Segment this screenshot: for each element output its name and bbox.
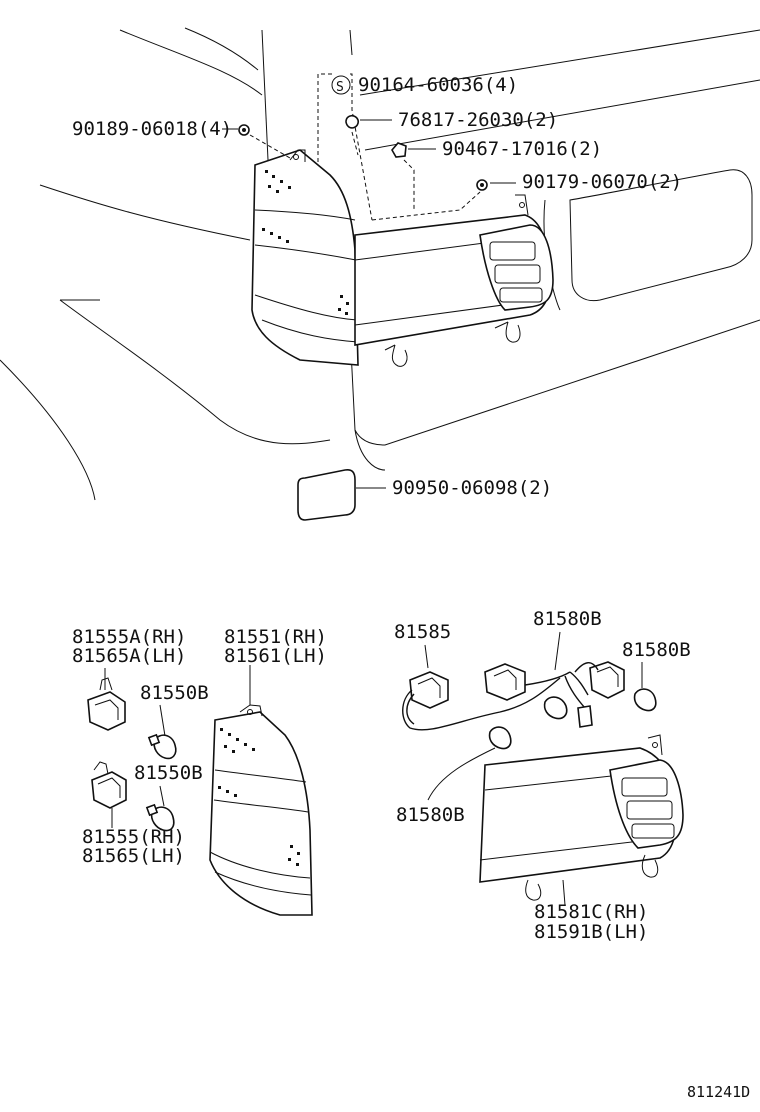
bulb-1-label: 81550B [140, 682, 209, 704]
bulb-b-label: 81580B [622, 639, 691, 661]
wire-harness [402, 631, 625, 731]
callout-90164-label: 90164-60036(4) [358, 74, 518, 96]
callout-90179: 90179-06070(2) [371, 171, 682, 221]
socket-rh-label: 81555(RH) [82, 826, 185, 848]
bulb-a [543, 696, 568, 720]
callout-90950-label: 90950-06098(2) [392, 477, 552, 499]
socket-a-lh-label: 81565A(LH) [72, 645, 186, 667]
bulb-a-label: 81580B [533, 608, 602, 630]
lower-right-lamp [479, 734, 684, 906]
lamp-lh-label: 81591B(LH) [534, 921, 648, 943]
socket-b [91, 761, 127, 828]
lamp-lh-label: 81561(LH) [224, 645, 327, 667]
bulb-b [633, 662, 657, 712]
callout-90189: 90189-06018(4) [72, 118, 291, 159]
callout-symbol-s: S [336, 80, 344, 95]
bulb-c-label: 81580B [396, 804, 465, 826]
callout-90164: S 90164-60036(4) [317, 73, 518, 221]
bulb-2-label: 81550B [134, 762, 203, 784]
lamp-rh-label: 81581C(RH) [534, 901, 648, 923]
callout-76817: 76817-26030(2) [345, 109, 558, 156]
harness-label: 81585 [394, 621, 451, 643]
callout-76817-label: 76817-26030(2) [398, 109, 558, 131]
bulb-2 [145, 785, 175, 832]
socket-lh-label: 81565(LH) [82, 845, 185, 867]
callout-90467-label: 90467-17016(2) [442, 138, 602, 160]
lower-right-group: 81585 81580B 81580B 81580B 81581C(RH) 81… [394, 608, 691, 943]
upper-tail-lamp-inner [354, 194, 554, 367]
bulb-c [427, 726, 512, 801]
lower-left-group: 81555A(RH) 81565A(LH) 81551(RH) 81561(LH… [72, 626, 327, 916]
diagram-id: 811241D [687, 1083, 750, 1101]
callout-90950: 90950-06098(2) [297, 469, 552, 521]
lower-left-lamp [209, 665, 313, 916]
lamp-rh-label: 81551(RH) [224, 626, 327, 648]
callout-90467: 90467-17016(2) [391, 138, 602, 210]
callout-90189-label: 90189-06018(4) [72, 118, 232, 140]
socket-a-rh-label: 81555A(RH) [72, 626, 186, 648]
callout-90179-label: 90179-06070(2) [522, 171, 682, 193]
bulb-1 [147, 704, 177, 760]
socket-a [87, 668, 126, 731]
upper-tail-lamp-outer [251, 149, 359, 366]
